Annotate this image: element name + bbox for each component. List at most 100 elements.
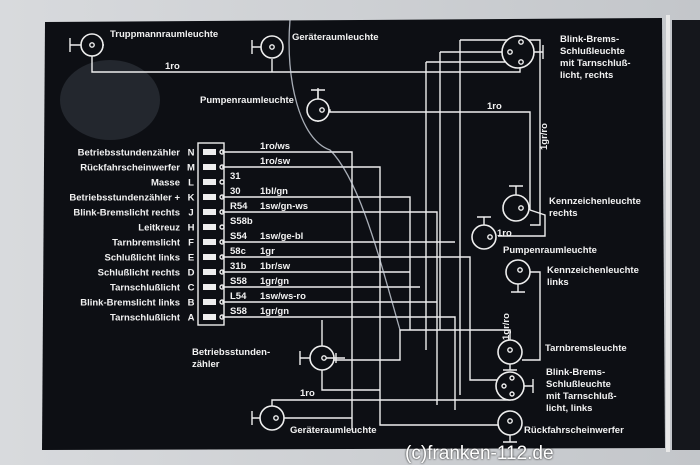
svg-text:Betriebsstunden-: Betriebsstunden-	[192, 347, 270, 358]
wire-label: 1ro	[497, 228, 512, 239]
wire-color-label: 1gr/gn	[260, 306, 289, 317]
row-label: Leitkreuz	[138, 223, 180, 234]
label-pumpenraumleuchte-mid: Pumpenraumleuchte	[503, 245, 597, 256]
pin-contact	[203, 179, 216, 185]
wire-color-label: 1gr/gn	[260, 276, 289, 287]
label-rueckfahrscheinwerfer: Rückfahrscheinwerfer	[524, 425, 624, 436]
pin-terminal	[219, 314, 225, 320]
row-label: Blink-Bremslicht links	[80, 298, 180, 309]
wire-label: 1gr/ro	[539, 123, 550, 150]
row-pin: K	[188, 193, 195, 204]
terminal-label: R54	[230, 201, 248, 212]
lamp-kennzeichen-rechts[interactable]	[502, 185, 530, 222]
row-label: Schlußlicht links	[105, 253, 181, 264]
row-pin: M	[187, 163, 195, 174]
pin-contact	[203, 269, 216, 275]
svg-text:Kennzeichenleuchte: Kennzeichenleuchte	[547, 265, 639, 276]
svg-text:zähler: zähler	[192, 359, 220, 370]
terminal-label: 58c	[230, 246, 246, 257]
wire-label: 1ro	[165, 61, 180, 72]
lamp-blink-brems-links[interactable]	[495, 371, 534, 401]
lamp-betriebsstundenzaehler[interactable]	[299, 345, 345, 371]
pin-terminal	[219, 149, 225, 155]
terminal-label: S54	[230, 231, 248, 242]
lamp-kennzeichen-links[interactable]	[505, 259, 531, 293]
pin-contact	[203, 314, 216, 320]
row-pin: J	[188, 208, 193, 219]
lamps: Truppmannraumleuchte Geräteraumleuchte B…	[69, 29, 641, 443]
label-geraeteraumleuchte-bottom: Geräteraumleuchte	[290, 425, 377, 436]
svg-text:links: links	[547, 277, 569, 288]
pin-terminal	[219, 224, 225, 230]
pin-contact	[203, 239, 216, 245]
pin-terminal	[219, 299, 225, 305]
terminal-label: S58	[230, 276, 247, 287]
wire-color-label: 1ro/ws	[260, 141, 290, 152]
adjacent-panel	[672, 20, 700, 450]
lamp-pumpen-mid[interactable]	[471, 216, 497, 250]
row-label: Tarnschlußlicht	[110, 313, 181, 324]
pin-contact	[203, 299, 216, 305]
row-label: Rückfahrscheinwerfer	[80, 163, 180, 174]
lamp-rueckfahr[interactable]	[497, 410, 523, 443]
pin-terminal	[219, 239, 225, 245]
row-label: Betriebsstundenzähler	[78, 148, 181, 159]
row-label: Tarnbremslicht	[112, 238, 181, 249]
pin-terminal	[219, 179, 225, 185]
lamp-geraete-bottom[interactable]	[251, 405, 285, 431]
pin-contact	[203, 224, 216, 230]
row-label: Masse	[151, 178, 180, 189]
row-pin: H	[188, 223, 195, 234]
svg-text:Schlußleuchte: Schlußleuchte	[560, 46, 625, 57]
label-tarnbremsleuchte: Tarnbremsleuchte	[545, 343, 627, 354]
wire-label: 1ro	[487, 101, 502, 112]
connector-block	[197, 142, 225, 326]
wire-color-label: 1bl/gn	[260, 186, 288, 197]
terminal-label: S58	[230, 306, 247, 317]
wire-color-label: 1sw/ws-ro	[260, 291, 306, 302]
watermark: (c)franken-112.de	[405, 443, 554, 464]
svg-text:Schlußleuchte: Schlußleuchte	[546, 379, 611, 390]
row-pin: B	[188, 298, 195, 309]
label-geraeteraumleuchte-top: Geräteraumleuchte	[292, 32, 379, 43]
pin-terminal	[219, 269, 225, 275]
pin-contact	[203, 254, 216, 260]
row-pin: D	[188, 268, 195, 279]
row-label: Betriebsstundenzähler +	[69, 193, 180, 204]
pin-contact	[203, 194, 216, 200]
terminal-label: 31b	[230, 261, 247, 272]
lamp-truppmann[interactable]	[69, 33, 104, 57]
pin-terminal	[219, 194, 225, 200]
lamp-tarnbrems[interactable]	[497, 339, 523, 371]
row-label: Schlußlicht rechts	[98, 268, 180, 279]
wire-color-label: 1sw/ge-bl	[260, 231, 303, 242]
label-pumpenraumleuchte-top: Pumpenraumleuchte	[200, 95, 294, 106]
row-label: Tarnschlußlicht	[110, 283, 181, 294]
lamp-pumpen-top[interactable]	[306, 89, 330, 122]
svg-text:Blink-Brems-: Blink-Brems-	[560, 34, 619, 45]
pin-terminal	[219, 284, 225, 290]
label-betriebsstundenzaehler: Betriebsstunden-zähler	[192, 347, 270, 370]
terminal-label: 31	[230, 171, 241, 182]
wire-color-label: 1sw/gn-ws	[260, 201, 308, 212]
row-pin: A	[188, 313, 195, 324]
pin-terminal	[219, 164, 225, 170]
svg-text:rechts: rechts	[549, 208, 578, 219]
lamp-geraete-top[interactable]	[251, 35, 284, 59]
label-truppmannraumleuchte: Truppmannraumleuchte	[110, 29, 218, 40]
svg-text:licht, rechts: licht, rechts	[560, 70, 613, 81]
wire-color-label: 1gr	[260, 246, 275, 257]
pin-terminal	[219, 209, 225, 215]
pin-terminal	[219, 254, 225, 260]
row-label: Blink-Bremslicht rechts	[73, 208, 180, 219]
svg-text:Blink-Brems-: Blink-Brems-	[546, 367, 605, 378]
svg-text:licht, links: licht, links	[546, 403, 592, 414]
row-pin: C	[188, 283, 195, 294]
lamp-blink-brems-rechts[interactable]	[501, 35, 544, 69]
